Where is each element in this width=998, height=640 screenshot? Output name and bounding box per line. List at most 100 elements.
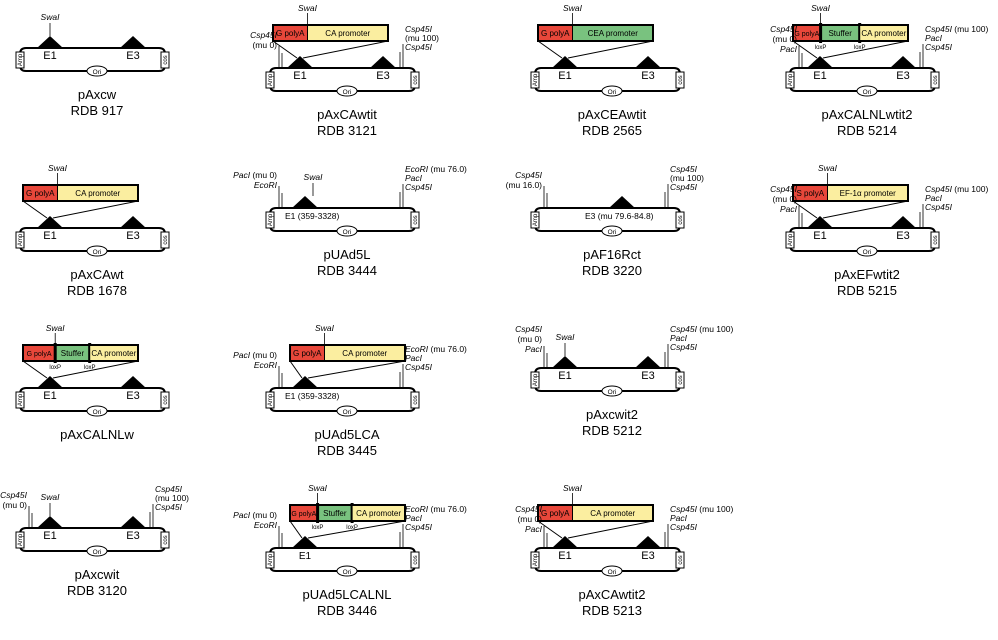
- plasmid-rdb: RDB 3446: [317, 603, 377, 618]
- ori-ellipse: [601, 85, 623, 97]
- amp-box: [15, 51, 25, 69]
- ori-label: Ori: [863, 89, 872, 96]
- loxp-label: loxP: [346, 525, 358, 531]
- cos-label: cos: [678, 75, 684, 84]
- plasmid-rdb: RDB 917: [71, 103, 124, 118]
- insert-frame: [792, 24, 909, 42]
- insert-wedge: [537, 40, 563, 59]
- insert-label: CA promoter: [861, 29, 906, 38]
- site-right: PacI: [925, 33, 943, 43]
- swai-label: SwaI: [46, 323, 66, 333]
- insert-label: CA promoter: [342, 349, 387, 358]
- amp-label: Amp: [533, 373, 539, 386]
- e1-label: E1 (359-3328): [285, 211, 340, 221]
- amp-label: Amp: [268, 553, 274, 566]
- insert-wedge: [307, 360, 406, 379]
- plasmid-name: pAxEFwtit2: [834, 267, 900, 282]
- loxp-label: loxP: [49, 365, 61, 371]
- swai-label: SwaI: [41, 492, 61, 502]
- insert-wedge: [289, 360, 303, 379]
- amp-label: Amp: [18, 393, 24, 406]
- amp-box: [530, 71, 540, 89]
- plasmid-name: pAxCAwtit2: [579, 587, 646, 602]
- ori-ellipse: [856, 85, 878, 97]
- loxp-bar: [53, 343, 57, 363]
- e1-label: E1: [43, 530, 56, 542]
- loxp-label: loxP: [815, 45, 827, 51]
- cos-label: cos: [678, 215, 684, 224]
- insert-frame: [792, 184, 909, 202]
- e1-triangle: [292, 376, 318, 388]
- plasmid-name: pAxCALNLw: [60, 427, 134, 442]
- site-left: PacI (mu 0): [233, 170, 277, 180]
- e1-label: E1: [43, 390, 56, 402]
- site-left: PacI: [780, 204, 798, 214]
- cos-box: [410, 551, 420, 569]
- cos-label: cos: [678, 375, 684, 384]
- site-right: Csp45I (mu 100): [925, 184, 988, 194]
- insert-frame: [272, 24, 389, 42]
- plasmid-name: pAxCAwtit: [317, 107, 377, 122]
- e3-label: E3: [896, 70, 909, 82]
- site-right: Csp45I (mu 100): [670, 324, 733, 334]
- amp-label: Amp: [533, 213, 539, 226]
- site-left: Csp45I: [515, 504, 543, 514]
- site-left: (mu 0): [517, 514, 542, 524]
- ori-label: Ori: [93, 409, 102, 416]
- site-left: PacI: [780, 44, 798, 54]
- insert-wedge: [567, 520, 654, 539]
- plasmid-name: pAxcwit: [75, 567, 120, 582]
- ori-ellipse: [336, 85, 358, 97]
- e1-triangle: [292, 196, 318, 208]
- ori-ellipse: [601, 565, 623, 577]
- plasmid-name: pAxCAwt: [70, 267, 124, 282]
- amp-box: [530, 211, 540, 229]
- site-right: Csp45I (mu 100): [670, 504, 733, 514]
- site-right: PacI: [405, 353, 423, 363]
- plasmid-name: pUAd5LCALNL: [303, 587, 392, 602]
- insert-label: CA promoter: [590, 509, 635, 518]
- cos-box: [160, 231, 170, 249]
- insert-wedge: [52, 200, 139, 219]
- insert-wedge: [567, 40, 654, 59]
- ori-ellipse: [86, 405, 108, 417]
- insert-wedge: [52, 360, 139, 379]
- e3-label: E3: [126, 230, 139, 242]
- swai-label: SwaI: [304, 172, 324, 182]
- plasmid-rdb: RDB 5215: [837, 283, 897, 298]
- e1-label: E1: [43, 50, 56, 62]
- cos-box: [930, 231, 940, 249]
- ori-label: Ori: [343, 569, 352, 576]
- site-right: Csp45I: [405, 362, 433, 372]
- amp-box: [785, 231, 795, 249]
- site-left: Csp45I: [770, 184, 798, 194]
- ori-ellipse: [86, 545, 108, 557]
- insert-label: Stuffer: [828, 29, 852, 38]
- swai-label: SwaI: [563, 3, 583, 13]
- e1-label: E1: [558, 370, 571, 382]
- amp-box: [265, 71, 275, 89]
- ori-ellipse: [601, 385, 623, 397]
- site-right: PacI: [670, 333, 688, 343]
- amp-box: [265, 551, 275, 569]
- insert-frame: [537, 24, 654, 42]
- site-left: PacI: [525, 524, 543, 534]
- insert-wedge: [307, 520, 406, 539]
- site-right: PacI: [405, 513, 423, 523]
- site-left: PacI (mu 0): [233, 510, 277, 520]
- cos-box: [410, 391, 420, 409]
- site-right: Csp45I: [405, 42, 433, 52]
- cos-box: [410, 211, 420, 229]
- e3-label: E3: [126, 390, 139, 402]
- cos-box: [675, 551, 685, 569]
- insert-label: Stuffer: [323, 509, 347, 518]
- loxp-label: loxP: [312, 525, 324, 531]
- ori-label: Ori: [863, 249, 872, 256]
- cos-label: cos: [678, 555, 684, 564]
- e1-triangle: [552, 536, 578, 548]
- insert-label: G polyA: [291, 511, 316, 518]
